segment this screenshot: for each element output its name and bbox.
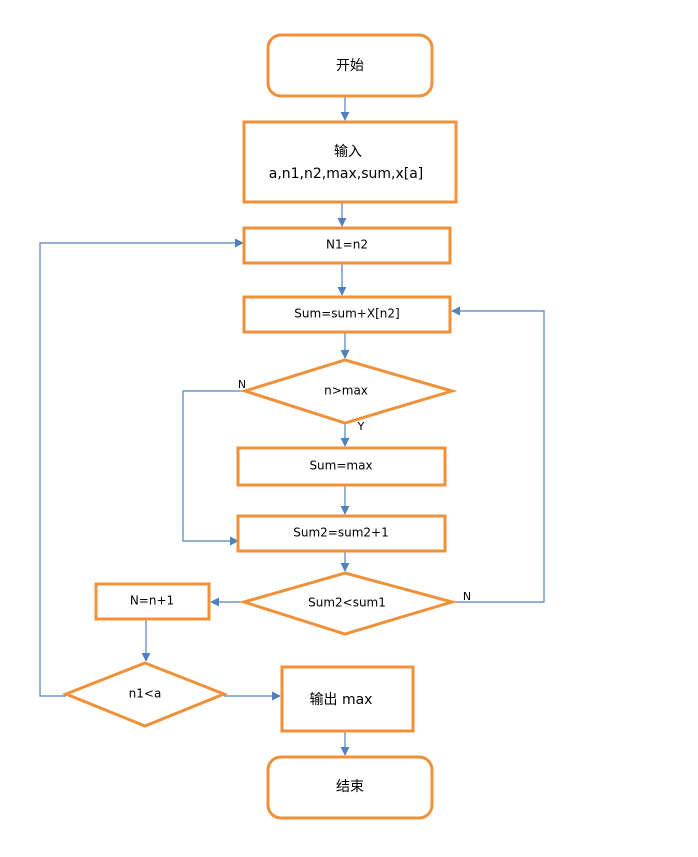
- output-node: 输出 max: [280, 665, 415, 733]
- branch-label-compare-max-yes: Y: [357, 420, 365, 433]
- compare-sum-shape: [238, 571, 458, 636]
- inc-sum2-shape: [236, 514, 447, 553]
- input-vars: a,n1,n2,max,sum,x[a]: [269, 166, 424, 182]
- input-shape: [242, 120, 458, 204]
- inc-sum2-label: Sum2=sum2+1: [293, 526, 388, 540]
- end-label: 结束: [336, 779, 364, 795]
- assign-node: N1=n2: [242, 226, 452, 265]
- set-sum-node: Sum=max: [236, 446, 447, 487]
- inc-n-shape: [94, 582, 211, 621]
- branch-label-compare-sum-no: N: [463, 590, 471, 603]
- branch-label-compare-max-no: N: [238, 378, 246, 391]
- assign-shape: [242, 226, 452, 265]
- input-title: 输入: [334, 144, 362, 160]
- compare-sum-node: Sum2<sum1: [238, 571, 458, 636]
- inc-sum2-node: Sum2=sum2+1: [236, 514, 447, 553]
- compare-max-label: n>max: [324, 384, 368, 398]
- start-shape: [266, 33, 434, 98]
- check-a-shape: [61, 661, 229, 728]
- loop-check-a-back: [39, 238, 244, 697]
- set-sum-shape: [236, 446, 447, 487]
- accumulate-label: Sum=sum+X[n2]: [294, 307, 399, 321]
- end-node: 结束: [266, 755, 434, 820]
- end-shape: [266, 755, 434, 820]
- output-shape: [280, 665, 415, 733]
- accumulate-node: Sum=sum+X[n2]: [242, 295, 452, 334]
- connectors: [39, 97, 545, 756]
- output-label: 输出 max: [310, 692, 373, 708]
- set-sum-label: Sum=max: [309, 459, 372, 473]
- input-node: 输入 a,n1,n2,max,sum,x[a]: [242, 120, 458, 204]
- accumulate-shape: [242, 295, 452, 334]
- assign-label: N1=n2: [326, 238, 368, 252]
- check-a-node: n1<a: [61, 661, 229, 728]
- loop-compare-sum-no: [451, 306, 545, 603]
- start-label: 开始: [336, 58, 364, 74]
- inc-n-node: N=n+1: [94, 582, 211, 621]
- compare-max-shape: [240, 358, 458, 425]
- inc-n-label: N=n+1: [130, 594, 174, 608]
- compare-max-node: n>max: [240, 358, 458, 425]
- compare-sum-label: Sum2<sum1: [308, 596, 386, 610]
- start-node: 开始: [266, 33, 434, 98]
- check-a-label: n1<a: [129, 687, 162, 701]
- loop-compare-max-no: [182, 390, 245, 546]
